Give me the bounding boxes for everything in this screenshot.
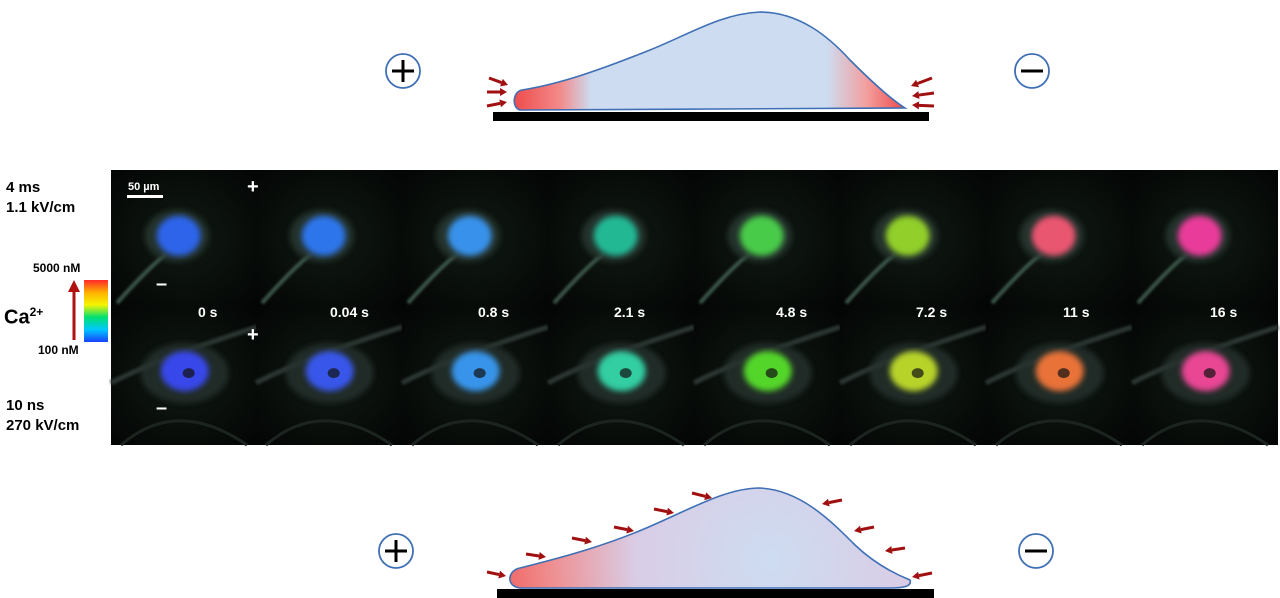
field-arrow-4 <box>653 507 674 516</box>
calcium-colorbar <box>68 280 108 342</box>
electrode-plus-top <box>385 53 421 89</box>
electrode-minus-bottom <box>1018 533 1054 569</box>
bottom-frame-7 <box>1130 307 1279 447</box>
top-frame-5 <box>840 170 986 307</box>
top-duration-label: 4 ms <box>6 179 41 196</box>
calcium-charge: 2+ <box>29 305 44 319</box>
field-arrow-0 <box>486 570 506 579</box>
field-arrow-left-0 <box>488 76 508 87</box>
bottom-frame-2 <box>400 307 549 447</box>
time-label-5: 7.2 s <box>916 304 948 320</box>
calcium-label: Ca2+ <box>4 300 43 330</box>
top-frame-0 <box>111 170 257 307</box>
field-arrow-left-2 <box>486 99 507 108</box>
electrode-plus-bottom <box>378 533 414 569</box>
time-label-3: 2.1 s <box>614 304 646 320</box>
field-arrow-left-1 <box>487 88 507 96</box>
minus-sign-bottom-panel: – <box>156 397 168 419</box>
frames-top-row <box>111 170 1278 307</box>
field-arrow-8 <box>885 546 906 554</box>
field-arrow-5 <box>691 491 712 501</box>
bottom-duration-label: 10 ns <box>6 397 45 414</box>
top-frame-1 <box>256 170 402 307</box>
top-frame-6 <box>986 170 1132 307</box>
plus-sign-top-panel: + <box>247 176 259 198</box>
bottom-frame-3 <box>546 307 695 447</box>
bottom-frame-4 <box>692 307 841 447</box>
top-frame-4 <box>694 170 840 307</box>
cell-bottom <box>509 487 912 589</box>
bottom-frame-6 <box>984 307 1133 447</box>
bottom-frame-1 <box>254 307 403 447</box>
time-label-6: 11 s <box>1063 304 1090 320</box>
field-arrows-top <box>486 76 935 110</box>
time-label-0: 0 s <box>198 304 218 320</box>
bottom-cell-diagram <box>378 487 1054 598</box>
colorbar-gradient <box>84 280 108 342</box>
cell-top <box>513 11 908 111</box>
field-arrow-right-0 <box>911 76 933 88</box>
scale-bar-label: 50 µm <box>128 181 160 193</box>
field-arrow-1 <box>525 552 546 560</box>
top-cell-diagram <box>385 11 1050 121</box>
field-arrow-right-2 <box>912 101 935 110</box>
top-frame-2 <box>402 170 548 307</box>
increase-arrow-head <box>68 280 80 292</box>
colorbar-min-label: 100 nM <box>38 343 79 357</box>
top-frame-7 <box>1132 170 1278 307</box>
field-arrow-2 <box>571 536 592 545</box>
plus-sign-bottom-panel: + <box>247 324 259 346</box>
substrate-bar-bottom <box>497 589 934 598</box>
field-arrow-right-1 <box>912 91 935 100</box>
frames-bottom-row <box>109 307 1279 447</box>
minus-sign-top-panel: – <box>156 273 168 295</box>
field-arrows-bottom <box>486 491 933 580</box>
top-frame-3 <box>548 170 694 307</box>
scale-bar <box>127 195 163 198</box>
time-label-4: 4.8 s <box>776 304 808 320</box>
time-label-7: 16 s <box>1210 304 1238 320</box>
time-label-1: 0.04 s <box>330 304 369 320</box>
field-arrow-6 <box>822 498 843 507</box>
micrograph-strip <box>109 170 1279 447</box>
bottom-field-label: 270 kV/cm <box>6 417 80 434</box>
substrate-bar-top <box>493 112 929 121</box>
time-label-2: 0.8 s <box>478 304 510 320</box>
field-arrow-3 <box>613 525 634 534</box>
electrode-minus-top <box>1014 53 1050 89</box>
field-arrow-7 <box>854 525 875 534</box>
bottom-frame-5 <box>838 307 987 447</box>
bottom-frame-0 <box>109 307 258 447</box>
colorbar-max-label: 5000 nM <box>33 261 81 275</box>
calcium-symbol: Ca <box>4 306 30 329</box>
field-arrow-9 <box>912 571 933 580</box>
top-field-label: 1.1 kV/cm <box>6 199 76 216</box>
